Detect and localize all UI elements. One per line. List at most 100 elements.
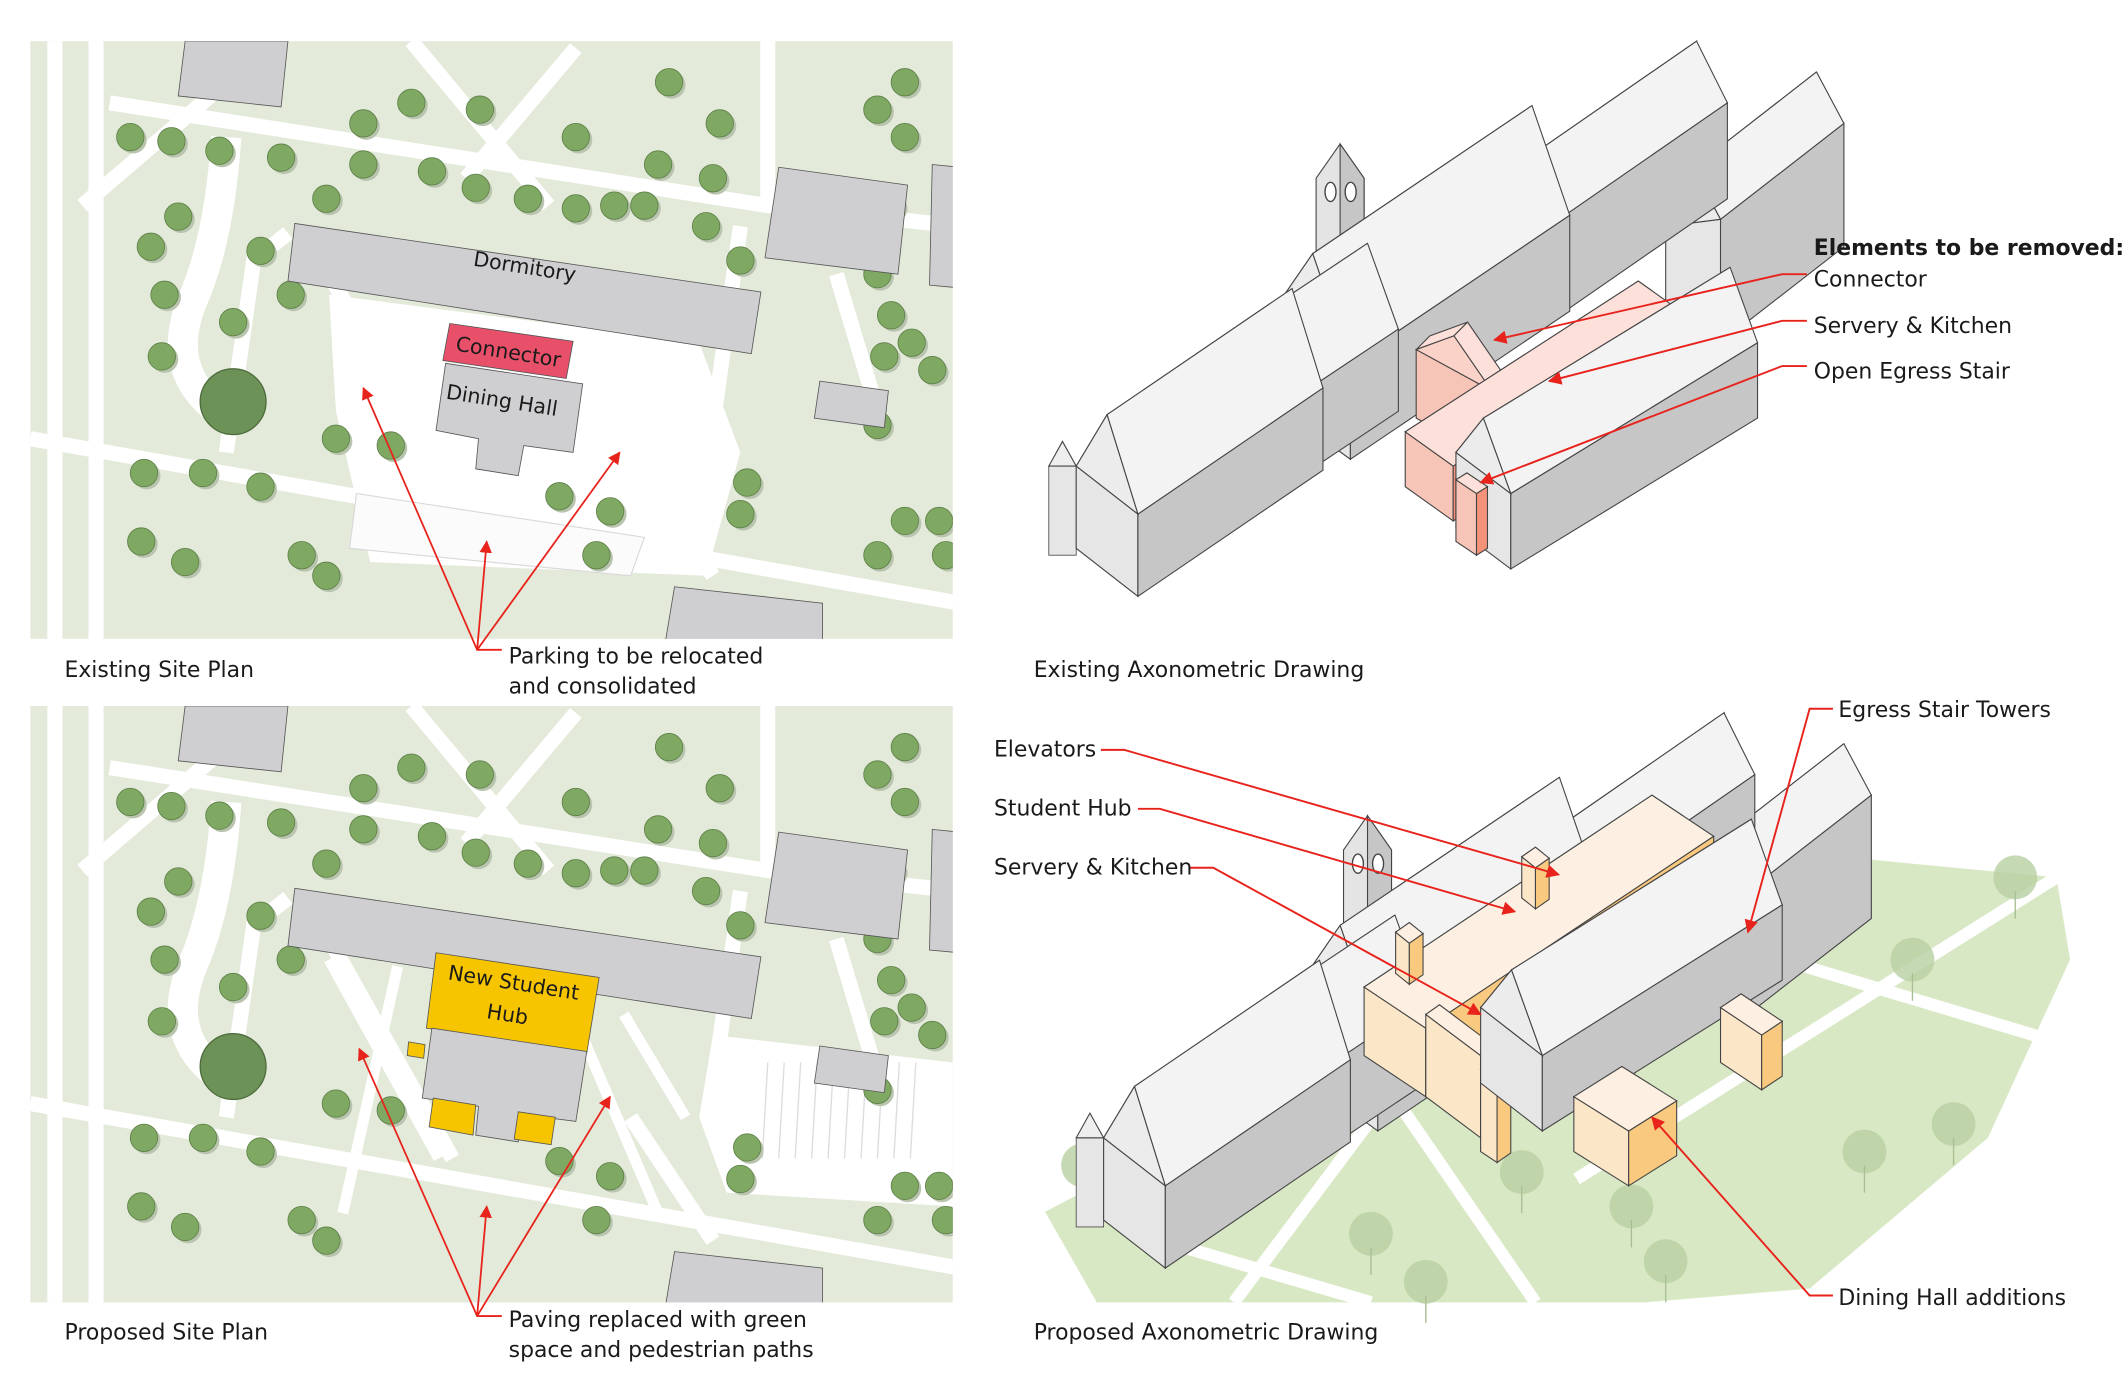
dining-addition — [513, 1111, 556, 1146]
tree — [246, 236, 275, 265]
tree — [870, 1007, 899, 1036]
tree — [349, 150, 378, 179]
tree — [600, 856, 629, 885]
removed-item-egress-stair: Open Egress Stair — [1814, 359, 2011, 384]
tree — [266, 143, 296, 172]
tree — [461, 173, 490, 202]
tree — [582, 1205, 611, 1235]
existing-site-plan — [30, 41, 953, 639]
pedestrian-path — [619, 1011, 691, 1121]
existing-site-caption: Existing Site Plan — [64, 658, 254, 683]
tree — [890, 733, 919, 762]
tree — [643, 150, 673, 179]
tree — [218, 308, 248, 337]
egress-stair-removed — [1454, 472, 1489, 557]
building-edge — [929, 828, 953, 953]
tree — [312, 849, 341, 878]
parking-stall — [778, 1062, 785, 1159]
tree — [116, 122, 145, 152]
tree — [643, 815, 673, 844]
tree — [877, 966, 906, 995]
tree — [321, 424, 351, 453]
tree — [397, 88, 426, 117]
tree — [561, 787, 590, 817]
tree — [312, 561, 341, 590]
building-south — [665, 1251, 824, 1303]
tree — [276, 280, 305, 309]
tree — [726, 1164, 755, 1194]
proposed-site-caption: Proposed Site Plan — [64, 1320, 268, 1345]
clock-opening — [1344, 181, 1357, 203]
tree — [246, 901, 275, 930]
axo-arrows — [1100, 273, 1833, 1297]
flat-roof — [1454, 472, 1489, 495]
tree — [1890, 937, 1935, 982]
tree — [171, 547, 200, 577]
tree — [147, 1007, 176, 1036]
tree — [417, 822, 447, 851]
tree — [312, 1226, 341, 1255]
tree — [630, 856, 659, 885]
tree — [188, 458, 218, 488]
label-servery-kitchen: Servery & Kitchen — [994, 856, 1192, 881]
tree — [218, 972, 248, 1002]
tree — [698, 164, 728, 193]
side-wall — [1475, 485, 1489, 557]
flat-roof — [1520, 846, 1551, 869]
tree — [129, 458, 159, 488]
corner-turret — [1075, 1137, 1105, 1228]
parking-stalls — [349, 492, 646, 577]
tree — [545, 1147, 574, 1176]
tree — [171, 1212, 200, 1242]
parking-stall — [794, 1062, 802, 1159]
building-south — [665, 586, 824, 639]
tree — [863, 760, 892, 789]
path — [624, 1113, 720, 1245]
tree — [561, 122, 590, 152]
tree — [246, 1137, 275, 1166]
clock-opening — [1324, 181, 1337, 203]
gable — [1479, 968, 1544, 1058]
tree — [561, 859, 590, 888]
tree — [733, 468, 762, 497]
tree — [1349, 1211, 1393, 1256]
building-north — [177, 706, 289, 773]
tree — [600, 191, 629, 220]
tree — [545, 482, 574, 511]
tree — [726, 499, 755, 529]
tree — [726, 246, 755, 275]
proposed-axo-caption: Proposed Axonometric Drawing — [1034, 1320, 1379, 1345]
building-west — [1075, 287, 1324, 598]
tree — [1931, 1102, 1976, 1147]
proposed-axonometric — [1039, 711, 2071, 1323]
flat-roof — [1719, 993, 1784, 1036]
tree — [705, 109, 734, 138]
tree — [157, 127, 186, 156]
tree — [918, 1020, 947, 1050]
tree — [877, 301, 906, 330]
parking-stall — [893, 1062, 901, 1159]
tree — [349, 774, 378, 803]
tree — [136, 897, 165, 926]
tree — [931, 1205, 953, 1235]
tree — [188, 1123, 218, 1152]
connector-building — [442, 323, 574, 379]
tree — [1609, 1184, 1654, 1229]
loop-road — [167, 800, 242, 1089]
tree — [147, 342, 176, 371]
tree — [1842, 1129, 1887, 1174]
tree — [127, 527, 156, 556]
walkway — [1780, 953, 2059, 1048]
flat-roof — [1394, 921, 1424, 944]
tree — [870, 342, 899, 371]
tree — [654, 733, 684, 762]
pedestrian-path — [337, 965, 403, 1215]
tree — [276, 945, 305, 974]
label-student-hub: Student Hub — [994, 797, 1132, 822]
tree — [698, 828, 728, 858]
tree — [1403, 1259, 1448, 1304]
tree — [513, 849, 542, 878]
building-small — [813, 380, 889, 429]
path — [30, 1096, 953, 1275]
